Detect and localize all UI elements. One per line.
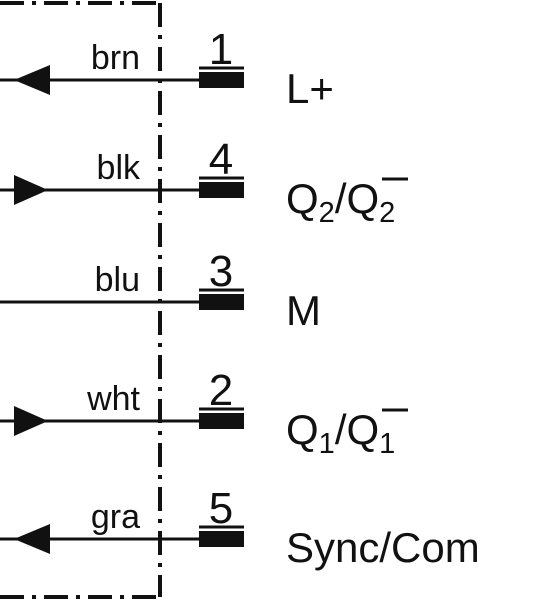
pin-row: blk 4Q2/Q2: [0, 135, 408, 229]
pin-number: 1: [209, 25, 233, 74]
signal-label: M: [286, 287, 321, 334]
pin-row: wht 2Q1/Q1: [0, 366, 408, 460]
pin-contact: [199, 413, 244, 429]
pin-contact: [199, 182, 244, 198]
arrow-right-icon: [14, 406, 48, 436]
signal-label: Q1/Q1: [286, 406, 395, 460]
pin-number: 5: [209, 484, 233, 533]
wire-color-label: blk: [97, 149, 141, 187]
signal-label: Sync/Com: [286, 524, 480, 571]
arrow-right-icon: [14, 175, 48, 205]
pin-contact: [199, 531, 244, 547]
pin-number: 4: [209, 135, 233, 184]
wire-color-label: wht: [86, 380, 140, 418]
pin-contact: [199, 294, 244, 310]
pin-contact: [199, 72, 244, 88]
connector-housing: [0, 1, 162, 599]
pin-number: 3: [209, 247, 233, 296]
wire-color-label: blu: [95, 261, 140, 299]
arrow-left-icon: [14, 524, 50, 554]
pin-row: brn 1L+: [0, 25, 334, 112]
wire-color-label: brn: [91, 39, 140, 77]
pin-number: 2: [209, 366, 233, 415]
arrow-left-icon: [14, 65, 50, 95]
signal-label: L+: [286, 65, 334, 112]
wire-color-label: gra: [91, 498, 140, 536]
signal-label: Q2/Q2: [286, 175, 395, 229]
pin-row: blu 3M: [0, 247, 321, 334]
